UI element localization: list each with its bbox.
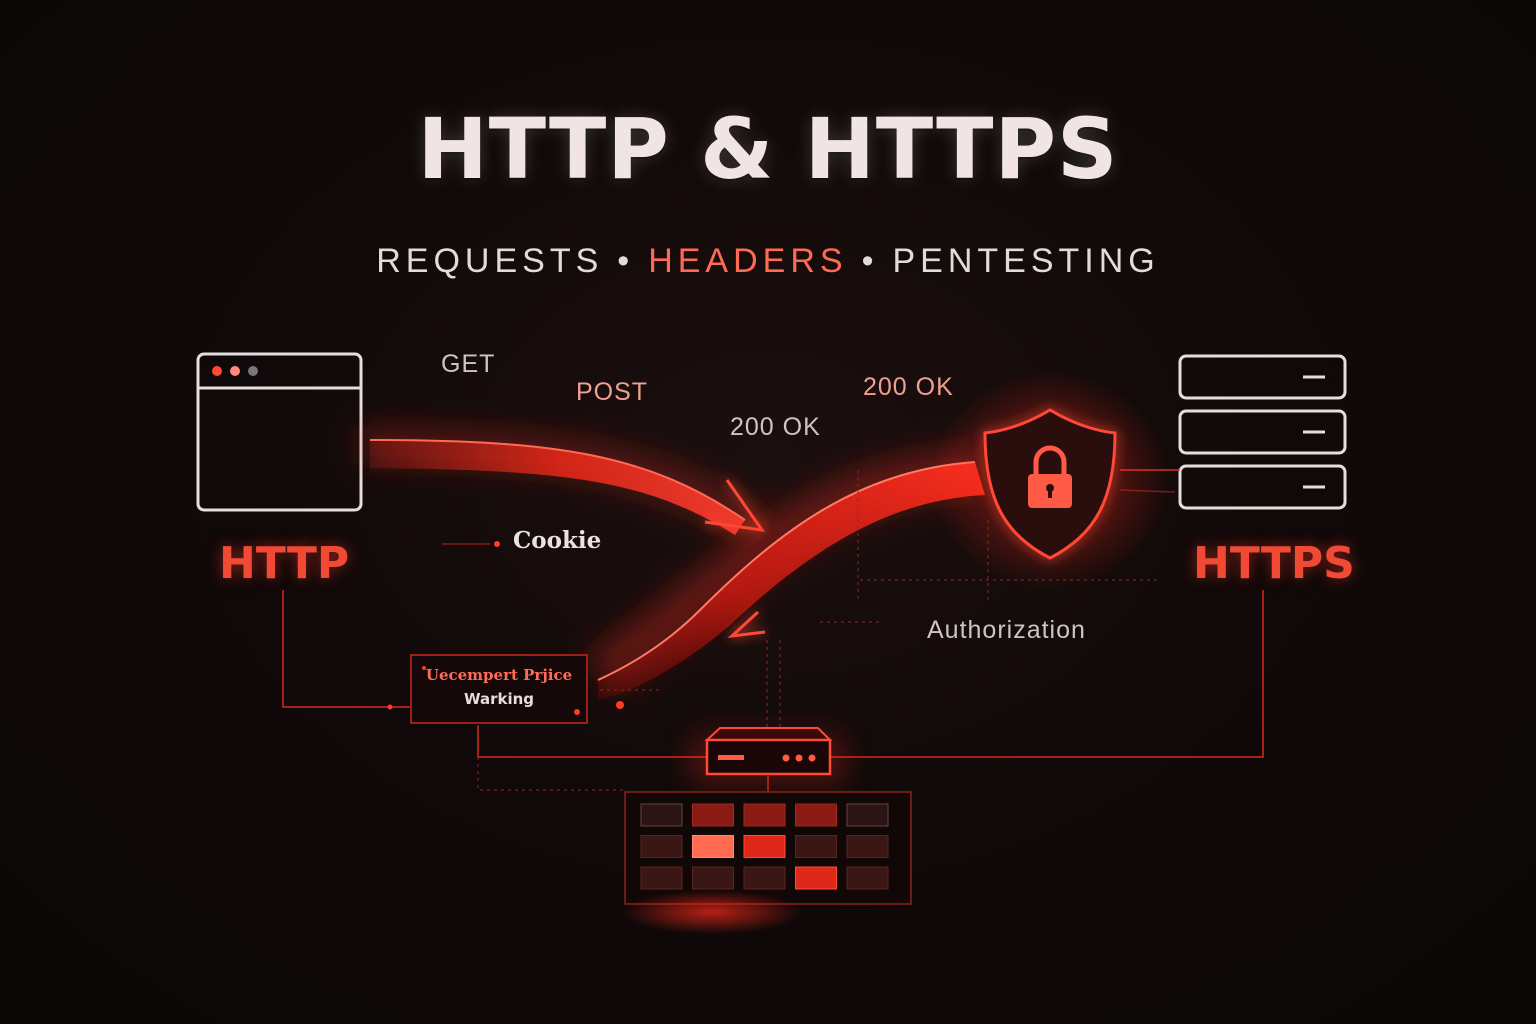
router-icon: [690, 727, 845, 785]
subtitle-separator: •: [861, 242, 879, 280]
label-authorization: Authorization: [927, 616, 1086, 644]
subtitle-pentesting: PENTESTING: [892, 242, 1160, 280]
grid-cell: [743, 835, 786, 858]
grid-cell: [846, 835, 889, 858]
subtitle-separator: •: [617, 242, 635, 280]
grid-cell: [743, 866, 786, 890]
grid-cell: [846, 866, 889, 890]
grid-cell: [795, 866, 837, 890]
subtitle-requests: REQUESTS: [376, 242, 604, 280]
page-title: HTTP & HTTPS: [417, 100, 1119, 198]
label-post: POST: [576, 378, 649, 406]
grid-cell: [795, 803, 837, 827]
response-beam: [598, 462, 985, 700]
status-box: [410, 654, 588, 724]
glow-dust: [622, 890, 802, 934]
shield-lock-icon: [983, 408, 1117, 560]
status-box-line2: Warking: [463, 690, 535, 708]
grid-cell: [846, 803, 889, 827]
label-200-ok-right: 200 OK: [863, 373, 954, 401]
grid-cell: [692, 835, 734, 858]
grid-cell: [640, 866, 683, 890]
status-box-line1: Uecempert Prjice: [425, 666, 573, 684]
server-stack-icon: [1178, 354, 1347, 510]
label-https: HTTPS: [1193, 538, 1355, 589]
panel-grid-cells: [640, 803, 889, 890]
grid-cell: [640, 803, 683, 827]
dashed-guides: [477, 470, 1160, 791]
request-beam: [370, 440, 745, 535]
grid-cell: [692, 803, 734, 827]
subtitle: REQUESTS • HEADERS • PENTESTING: [0, 242, 1536, 281]
subtitle-headers: HEADERS: [648, 242, 848, 280]
label-http: HTTP: [219, 538, 350, 589]
label-200-ok-left: 200 OK: [730, 413, 821, 441]
grid-cell: [743, 803, 786, 827]
label-get: GET: [441, 350, 496, 378]
grid-cell: [795, 835, 837, 858]
label-cookie: Cookie: [513, 527, 602, 554]
grid-cell: [692, 866, 734, 890]
browser-window-icon: [196, 352, 363, 512]
arrow-left-icon: [727, 610, 766, 639]
grid-cell: [640, 835, 683, 858]
